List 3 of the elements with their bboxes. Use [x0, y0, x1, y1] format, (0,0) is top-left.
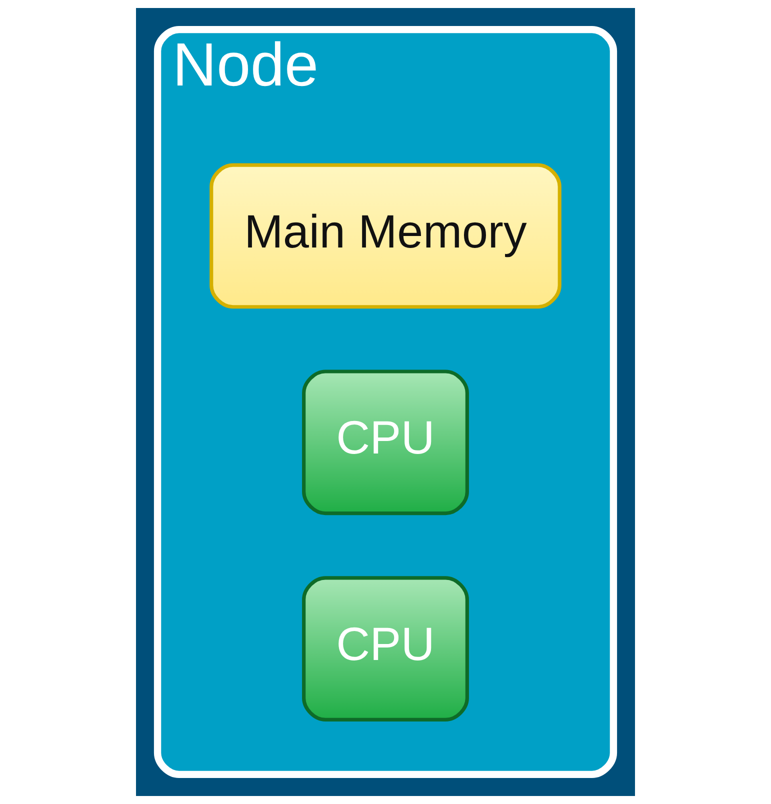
node-box: Main Memory	[210, 163, 562, 309]
node-box: CPU	[302, 370, 469, 516]
node-box: CPU	[302, 576, 469, 722]
